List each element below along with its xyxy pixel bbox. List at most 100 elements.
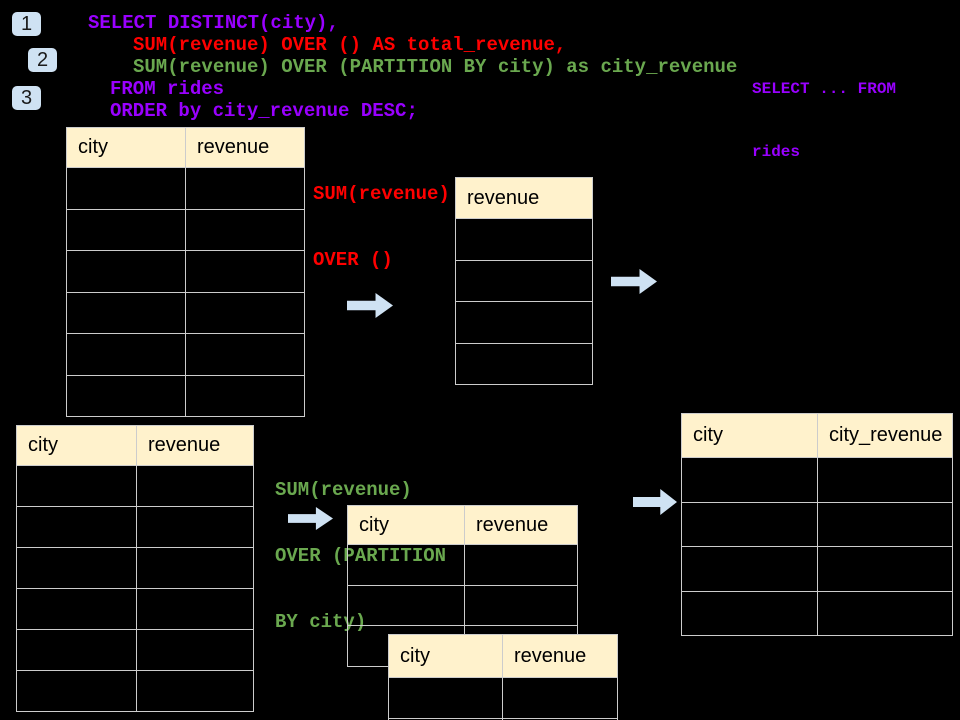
step-badge-2: 2 [28, 48, 57, 72]
table-cell [66, 208, 186, 251]
table-cell [16, 670, 137, 712]
step-badge-2-label: 2 [36, 49, 49, 71]
flow-arrow-icon-4 [633, 489, 677, 515]
table-partition-mid: city revenue [347, 505, 578, 667]
table-row [66, 291, 305, 334]
table-cell [16, 506, 137, 548]
table-row [16, 547, 254, 589]
col-header-city: city [681, 413, 818, 458]
table-header-row: revenue [455, 177, 593, 219]
table-row [16, 629, 254, 671]
table-cell [681, 590, 818, 636]
table-cell [817, 457, 953, 503]
table-row [455, 301, 593, 344]
table-cell [136, 506, 254, 548]
table-cell [185, 291, 305, 334]
table-row [66, 208, 305, 251]
step-badge-3-label: 3 [20, 87, 33, 109]
table-cell [185, 250, 305, 293]
table-result: city city_revenue [681, 413, 953, 636]
table-cell [681, 501, 818, 547]
table-cell [66, 374, 186, 417]
table-cell [455, 301, 593, 344]
total-annotation-line-1: SUM(revenue) [313, 183, 450, 205]
table-row [66, 250, 305, 293]
col-header-city: city [388, 634, 503, 678]
col-header-city: city [347, 505, 465, 545]
table-cell [681, 546, 818, 592]
table-row [66, 374, 305, 417]
table-cell [817, 590, 953, 636]
total-annotation-line-2: OVER () [313, 249, 393, 271]
table-cell [455, 218, 593, 261]
sql-total-line: SUM(revenue) OVER () AS total_revenue, [133, 34, 567, 56]
table-row [455, 218, 593, 261]
col-header-city: city [16, 425, 137, 466]
table-row [16, 465, 254, 507]
table-source-bottom: city revenue [16, 425, 254, 712]
table-cell [681, 457, 818, 503]
col-header-city-revenue: city_revenue [817, 413, 953, 458]
table-header-row: city revenue [388, 634, 618, 678]
table-header-row: city revenue [16, 425, 254, 466]
table-cell [464, 544, 578, 586]
table-row [388, 677, 618, 719]
table-cell [455, 259, 593, 302]
table-cell [185, 167, 305, 210]
col-header-revenue: revenue [502, 634, 618, 678]
table-cell [136, 670, 254, 712]
table-cell [66, 250, 186, 293]
table-total-revenue: revenue [455, 177, 593, 385]
sql-order-line: ORDER by city_revenue DESC; [110, 100, 418, 122]
step-badge-1: 1 [12, 12, 41, 36]
step-badge-3: 3 [12, 86, 41, 110]
table-cell [185, 208, 305, 251]
table-cell [66, 291, 186, 334]
table-row [347, 544, 578, 586]
table-row [16, 588, 254, 630]
table-row [16, 506, 254, 548]
table-row [681, 590, 953, 636]
table-row [455, 259, 593, 302]
table-cell [817, 501, 953, 547]
table-row [681, 546, 953, 592]
table-cell [136, 465, 254, 507]
flow-arrow-icon-2 [611, 269, 657, 294]
table-row [681, 457, 953, 503]
col-header-revenue: revenue [136, 425, 254, 466]
table-header-row: city revenue [347, 505, 578, 545]
table-cell [16, 465, 137, 507]
table-cell [136, 588, 254, 630]
table-cell [347, 544, 465, 586]
table-cell [502, 677, 618, 719]
table-row [681, 501, 953, 547]
table-partition-overlay: city revenue [388, 634, 618, 720]
table-cell [185, 333, 305, 376]
table-cell [502, 718, 618, 720]
table-source-top: city revenue [66, 127, 305, 417]
table-row [16, 670, 254, 712]
col-header-city: city [66, 127, 186, 168]
table-cell [16, 629, 137, 671]
partition-annotation-line-1: SUM(revenue) [275, 479, 412, 501]
table-cell [455, 342, 593, 385]
table-header-row: city city_revenue [681, 413, 953, 458]
sql-select-line: SELECT DISTINCT(city), [88, 12, 339, 34]
col-header-revenue: revenue [185, 127, 305, 168]
table-header-row: city revenue [66, 127, 305, 168]
table-cell [817, 546, 953, 592]
table-cell [185, 374, 305, 417]
table-row [66, 333, 305, 376]
col-header-revenue: revenue [455, 177, 593, 219]
table-row [347, 584, 578, 626]
table-cell [66, 167, 186, 210]
step-badge-1-label: 1 [20, 13, 33, 35]
table-row [388, 718, 618, 720]
table-cell [136, 629, 254, 671]
table-cell [66, 333, 186, 376]
table-row [66, 167, 305, 210]
table-cell [16, 547, 137, 589]
table-cell [136, 547, 254, 589]
table-cell [464, 584, 578, 626]
